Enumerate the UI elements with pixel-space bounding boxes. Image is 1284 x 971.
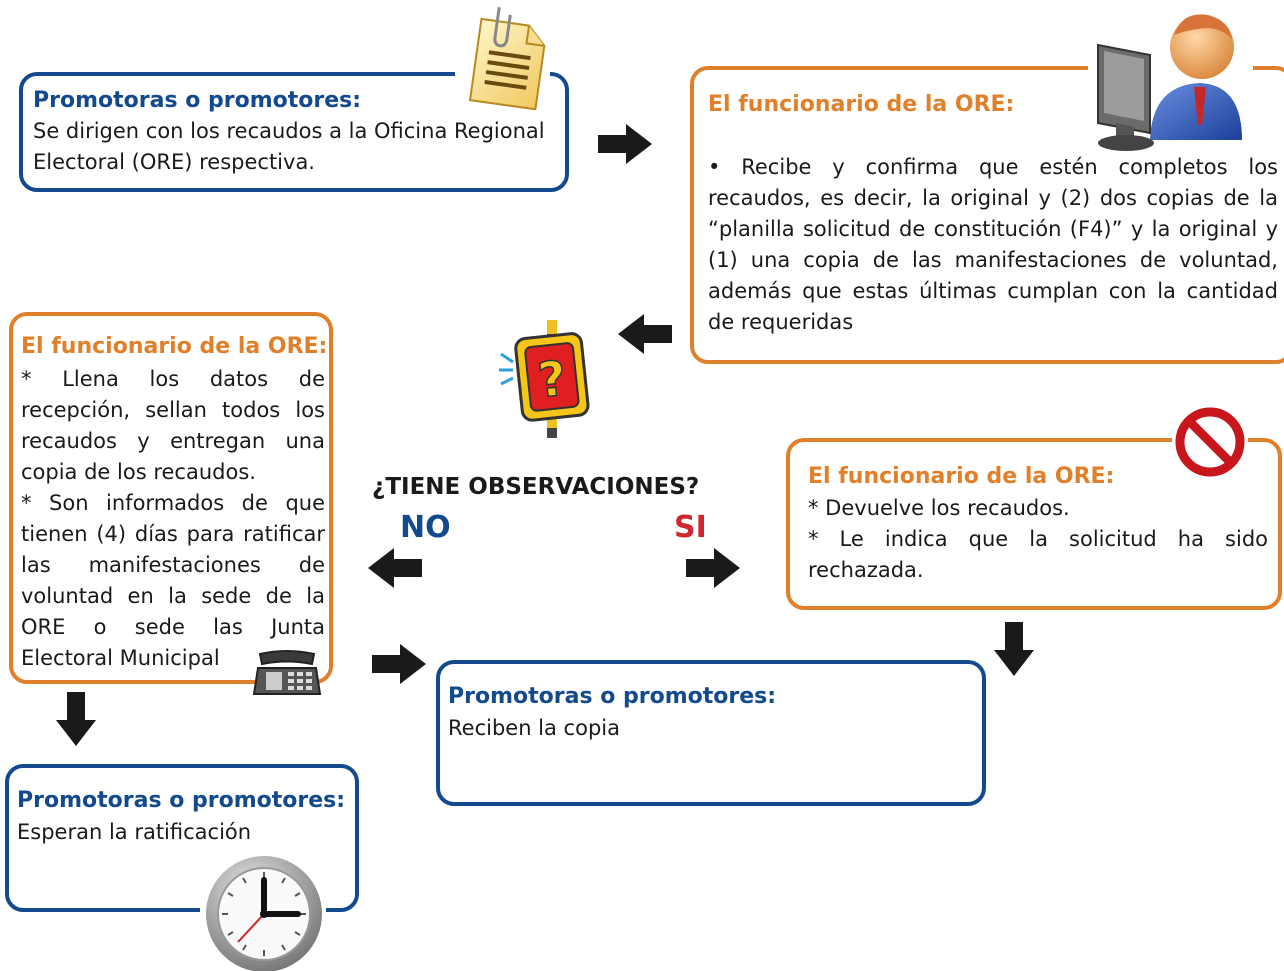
box-text-line: Se dirigen con los recaudos a la Oficina… <box>33 119 545 143</box>
step-box-promotoras-reciben: Promotoras o promotores: Reciben la copi… <box>436 660 986 806</box>
box-heading: Promotoras o promotores: <box>17 788 346 813</box>
prohibited-icon <box>1175 407 1245 477</box>
arrow-left-icon <box>618 314 672 354</box>
box-body: * Son informados de que tienen (4) días … <box>21 491 325 670</box>
arrow-right-icon <box>372 644 426 684</box>
arrow-down-icon <box>56 692 96 746</box>
question-sign-icon: ? <box>499 320 590 438</box>
decision-question: ¿TIENE OBSERVACIONES? <box>372 474 700 500</box>
arrow-left-icon <box>368 548 422 588</box>
telephone-icon <box>252 650 322 695</box>
arrow-down-icon <box>994 622 1034 676</box>
box-body: • Recibe y confirma que estén completos … <box>708 155 1278 334</box>
box-text-line: Electoral (ORE) respectiva. <box>33 150 315 174</box>
box-body: Reciben la copia <box>448 716 620 740</box>
svg-text:?: ? <box>535 351 569 410</box>
step-box-funcionario-llena: El funcionario de la ORE: * Llena los da… <box>9 312 333 684</box>
box-heading: El funcionario de la ORE: <box>808 464 1115 489</box>
box-heading: El funcionario de la ORE: <box>708 92 1015 117</box>
arrow-right-icon <box>598 124 652 164</box>
clock-icon <box>206 856 322 971</box>
box-heading: El funcionario de la ORE: <box>21 334 328 359</box>
box-list-item: * Devuelve los recaudos. <box>808 496 1070 520</box>
box-body: * Llena los datos de recepción, sellan t… <box>21 367 325 484</box>
decision-si-label: SI <box>674 510 707 545</box>
box-body: Esperan la ratificación <box>17 820 252 844</box>
document-paperclip-icon <box>468 7 546 110</box>
box-heading: Promotoras o promotores: <box>448 684 777 709</box>
person-computer-icon <box>1097 14 1242 151</box>
arrow-right-icon <box>686 548 740 588</box>
box-heading: Promotoras o promotores: <box>33 88 362 113</box>
decision-no-label: NO <box>400 510 451 545</box>
step-box-funcionario-recibe: El funcionario de la ORE: • Recibe y con… <box>690 66 1284 364</box>
box-list-item: * Le indica que la solicitud ha sido rec… <box>808 527 1268 582</box>
